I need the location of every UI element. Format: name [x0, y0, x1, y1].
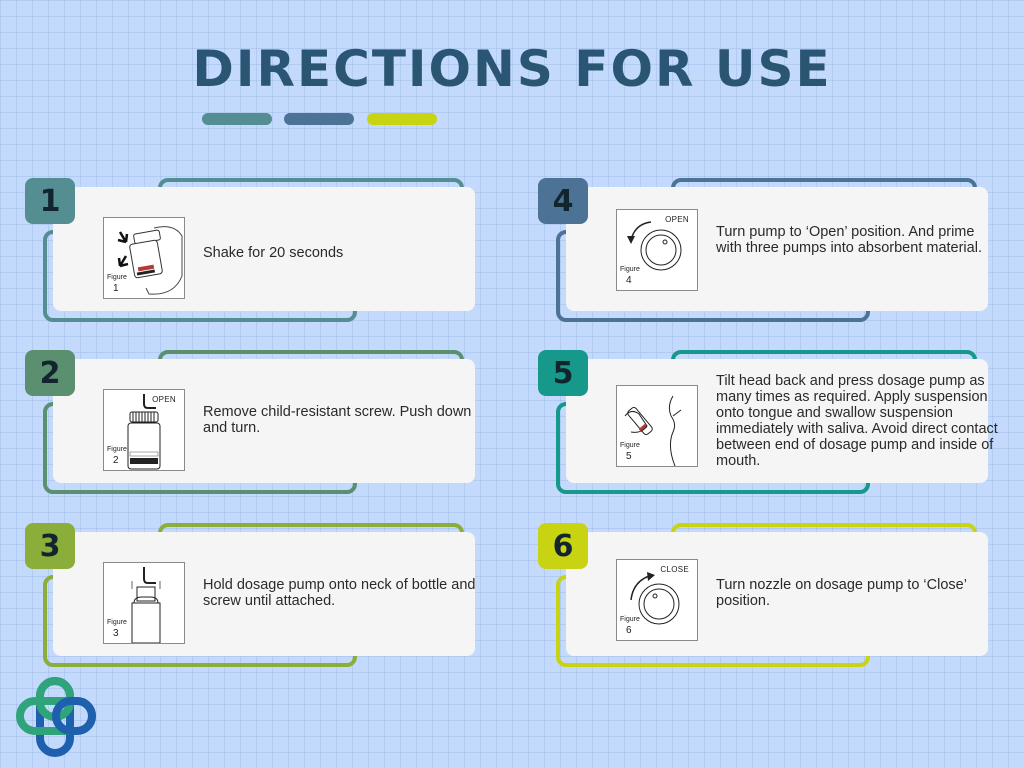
- medical-cross-logo-icon: [16, 677, 96, 757]
- step-3-card: Figure 3 Hold dosage pump onto neck of b…: [53, 532, 475, 656]
- step-4-figure-label: Figure: [620, 266, 640, 273]
- step-3-instruction: Hold dosage pump onto neck of bottle and…: [203, 577, 476, 609]
- step-5: Figure 5 Tilt head back and press dosage…: [538, 350, 998, 500]
- step-4-number-badge: 4: [538, 178, 588, 224]
- dial-close-icon: [630, 572, 680, 625]
- step-1-instruction: Shake for 20 seconds: [203, 245, 344, 261]
- step-4-card: OPEN Figure 4 Turn pump to ‘Open’ positi…: [566, 187, 988, 311]
- step-5-instruction: Tilt head back and press dosage pump as …: [716, 373, 998, 469]
- step-1: Figure 1 Shake for 20 seconds 1: [25, 178, 485, 328]
- step-1-figure-number: 1: [113, 283, 119, 294]
- attach-pump-icon: [131, 567, 161, 643]
- step-4-figure-tag: OPEN: [665, 215, 689, 224]
- step-1-card: Figure 1 Shake for 20 seconds: [53, 187, 475, 311]
- step-5-figure: Figure 5: [616, 385, 698, 467]
- step-2-figure-label: Figure: [107, 446, 127, 453]
- step-1-figure-label: Figure: [107, 274, 127, 281]
- step-5-number-badge: 5: [538, 350, 588, 396]
- open-bottle-icon: [127, 394, 161, 470]
- step-4-instruction: Turn pump to ‘Open’ position. And prime …: [716, 224, 982, 256]
- step-5-figure-number: 5: [626, 451, 632, 462]
- step-2-figure-number: 2: [113, 455, 119, 466]
- step-3: Figure 3 Hold dosage pump onto neck of b…: [25, 523, 485, 673]
- step-2-figure: OPEN Figure 2: [103, 389, 185, 471]
- step-1-number-badge: 1: [25, 178, 75, 224]
- step-2: OPEN Figure 2 Remove child-resistant scr…: [25, 350, 485, 500]
- step-6-number-badge: 6: [538, 523, 588, 569]
- step-4-figure: OPEN Figure 4: [616, 209, 698, 291]
- step-4: OPEN Figure 4 Turn pump to ‘Open’ positi…: [538, 178, 998, 328]
- shake-bottle-icon: [117, 226, 183, 295]
- tilt-head-dose-icon: [624, 395, 682, 466]
- step-6-figure-tag: CLOSE: [660, 565, 689, 574]
- step-6-figure-number: 6: [626, 625, 632, 636]
- step-6: CLOSE Figure 6 Turn nozzle on dosage pum…: [538, 523, 998, 673]
- title-accent-dash-2: [284, 113, 354, 125]
- step-1-figure: Figure 1: [103, 217, 185, 299]
- step-3-figure-label: Figure: [107, 619, 127, 626]
- title-accent-dash-1: [202, 113, 272, 125]
- page-title: DIRECTIONS FOR USE: [192, 40, 832, 98]
- step-6-card: CLOSE Figure 6 Turn nozzle on dosage pum…: [566, 532, 988, 656]
- step-5-card: Figure 5 Tilt head back and press dosage…: [566, 359, 998, 483]
- title-accent-dash-3: [367, 113, 437, 125]
- step-2-instruction: Remove child-resistant screw. Push down …: [203, 404, 472, 436]
- dial-open-icon: [627, 221, 682, 271]
- step-3-number-badge: 3: [25, 523, 75, 569]
- step-5-figure-label: Figure: [620, 442, 640, 449]
- step-6-figure: CLOSE Figure 6: [616, 559, 698, 641]
- step-3-figure: Figure 3: [103, 562, 185, 644]
- step-2-card: OPEN Figure 2 Remove child-resistant scr…: [53, 359, 475, 483]
- step-3-figure-number: 3: [113, 628, 119, 639]
- step-2-number-badge: 2: [25, 350, 75, 396]
- step-6-instruction: Turn nozzle on dosage pump to ‘Close’ po…: [716, 577, 967, 609]
- step-6-figure-label: Figure: [620, 616, 640, 623]
- step-4-figure-number: 4: [626, 275, 632, 286]
- step-2-figure-tag: OPEN: [152, 395, 176, 404]
